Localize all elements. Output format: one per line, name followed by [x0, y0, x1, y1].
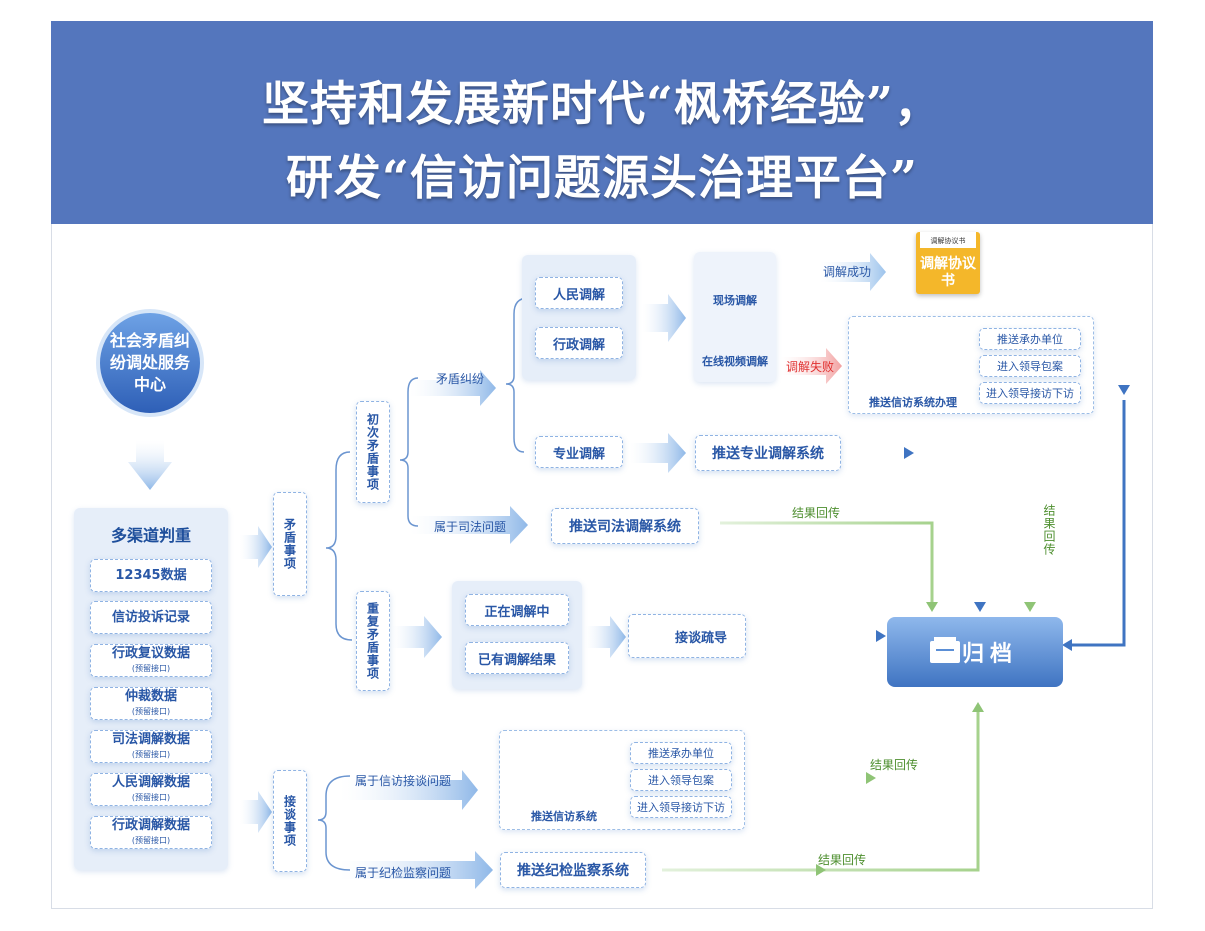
petition-system-label: 推送信访系统	[531, 810, 597, 823]
channel-item: 行政调解数据 (预留接口)	[90, 816, 212, 849]
arrow-petition-talk	[340, 770, 478, 810]
line-discipline-out	[662, 712, 980, 872]
channel-item-label: 人民调解数据	[111, 774, 190, 790]
arrowhead-7	[876, 630, 886, 642]
discipline-system-box: 推送纪检监察系统	[500, 852, 646, 888]
channel-item-note: (预留接口)	[131, 706, 171, 716]
down-arrow-center	[128, 440, 172, 490]
arrow-repeat	[392, 616, 442, 658]
center-label: 社会矛盾纠纷调处服务中心	[110, 331, 191, 394]
line-right-rail	[1070, 400, 1126, 647]
mediation-panel	[522, 255, 636, 380]
title-line-1: 坚持和发展新时代“枫桥经验”，	[261, 77, 943, 132]
arrowhead-10	[972, 702, 984, 712]
label-feedback-handle: 结果回传	[1042, 504, 1056, 556]
archive-label: 归档	[962, 642, 1019, 667]
arrowhead-8	[866, 772, 876, 784]
action-item: 进入领导包案	[630, 769, 732, 791]
line-judicial-out	[720, 521, 934, 604]
arrow-fail	[780, 348, 842, 384]
label-judicial: 属于司法问题	[434, 520, 507, 534]
channel-item-label: 司法调解数据	[111, 731, 190, 747]
arrow-discipline	[340, 851, 493, 889]
label-feedback-discipline: 结果回传	[818, 853, 867, 867]
label-fail: 调解失败	[786, 360, 835, 374]
channel-item-note: (预留接口)	[131, 663, 171, 673]
channel-item-label: 信访投诉记录	[111, 610, 190, 625]
label-conflict: 矛盾纠纷	[436, 372, 485, 386]
admin-mediation-box: 行政调解	[535, 327, 623, 359]
agreement-tag: 调解协议书	[930, 237, 966, 245]
center-circle	[96, 309, 204, 417]
arrowhead-5	[1024, 602, 1036, 612]
action-item: 进入领导包案	[979, 355, 1081, 377]
channel-item: 司法调解数据 (预留接口)	[90, 730, 212, 763]
label-video: 在线视频调解	[702, 355, 768, 368]
channel-item: 人民调解数据 (预留接口)	[90, 773, 212, 806]
arrowhead-6	[926, 602, 938, 612]
mediating-box: 正在调解中	[465, 594, 569, 626]
has-result-box: 已有调解结果	[465, 642, 569, 674]
archive-box-bg	[887, 617, 1063, 687]
guidance-box: 接谈疏导	[628, 614, 746, 658]
label-discipline: 属于纪检监察问题	[355, 866, 452, 880]
people-mediation-box: 人民调解	[535, 277, 623, 309]
label-onsite: 现场调解	[713, 294, 757, 307]
channel-item: 仲裁数据 (预留接口)	[90, 687, 212, 720]
category-petition: 接谈事项	[273, 770, 307, 872]
arrow-judicial	[410, 506, 528, 544]
agreement-label: 调解协议书	[920, 256, 976, 289]
title-line-2: 研发“信访问题源头治理平台”	[285, 151, 919, 206]
channel-item: 行政复议数据 (预留接口)	[90, 644, 212, 677]
channel-item-note: (预留接口)	[131, 792, 171, 802]
category-dispute: 矛盾事项	[273, 492, 307, 596]
label-petition-talk: 属于信访接谈问题	[355, 774, 452, 788]
channel-item-label: 仲裁数据	[124, 688, 177, 704]
arrow-mediation-methods	[642, 294, 686, 342]
action-item: 推送承办单位	[979, 328, 1081, 350]
arrowhead-4	[974, 602, 986, 612]
arrowhead-1	[1118, 385, 1130, 395]
arrow-success	[820, 253, 886, 291]
judicial-system-box: 推送司法调解系统	[551, 508, 699, 544]
action-item: 推送承办单位	[630, 742, 732, 764]
professional-mediation-box: 专业调解	[535, 436, 623, 468]
channel-item-note: (预留接口)	[131, 749, 171, 759]
channel-item-note: (预留接口)	[131, 835, 171, 845]
channel-item-label: 行政调解数据	[111, 817, 190, 833]
arrow-repeat-results	[585, 616, 626, 658]
action-item: 进入领导接访下访	[630, 796, 732, 818]
agreement-tag-bg	[920, 232, 976, 248]
label-feedback-judicial: 结果回传	[792, 506, 841, 520]
title-banner: 坚持和发展新时代“枫桥经验”， 研发“信访问题源头治理平台”	[51, 21, 1153, 224]
brace-conflict	[505, 297, 529, 453]
arrow-to-petition	[240, 791, 272, 833]
arrow-conflict	[410, 370, 496, 406]
folder-icon	[930, 637, 960, 663]
professional-system-box: 推送专业调解系统	[695, 435, 841, 471]
channel-item: 信访投诉记录	[90, 601, 212, 634]
channel-item: 12345数据	[90, 559, 212, 592]
brace-dispute	[325, 451, 353, 641]
category-repeat-dispute: 重复矛盾事项	[356, 591, 390, 691]
arrowhead-2	[1062, 639, 1072, 651]
arrow-to-dispute	[240, 526, 272, 568]
label-feedback-petition: 结果回传	[870, 758, 919, 772]
method-panel	[694, 252, 776, 382]
arrowhead-3	[904, 447, 914, 459]
label-success: 调解成功	[823, 265, 872, 279]
action-item: 进入领导接访下访	[979, 382, 1081, 404]
arrow-professional	[630, 433, 686, 473]
brace-petition	[317, 775, 351, 871]
channel-item-label: 12345数据	[115, 568, 187, 583]
channel-item-label: 行政复议数据	[111, 645, 190, 661]
category-first-dispute: 初次矛盾事项	[356, 401, 390, 503]
channels-header: 多渠道判重	[110, 526, 191, 545]
petition-handle-label: 推送信访系统办理	[869, 396, 957, 409]
brace-first	[399, 377, 419, 527]
arrowhead-9	[816, 864, 826, 876]
